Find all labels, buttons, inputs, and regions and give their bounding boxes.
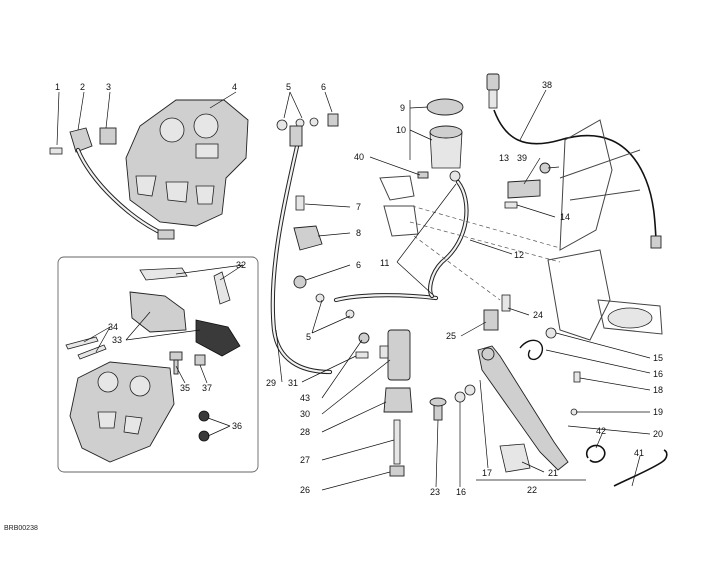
callout-32: 32 xyxy=(236,260,246,270)
caliper-hose xyxy=(75,147,175,240)
callout-27: 27 xyxy=(300,455,310,465)
banjo-fittings-top xyxy=(276,113,339,131)
pad-spring xyxy=(139,267,231,305)
callout-25: 25 xyxy=(446,331,456,341)
sensor-bracket xyxy=(293,195,323,251)
callout-21: 21 xyxy=(548,468,558,478)
callout-33: 33 xyxy=(112,335,122,345)
mounting-plate xyxy=(504,162,551,209)
callout-37: 37 xyxy=(202,383,212,393)
callout-29: 29 xyxy=(266,378,276,388)
fluid-reservoir xyxy=(417,98,469,299)
callout-28: 28 xyxy=(300,427,310,437)
callout-26: 26 xyxy=(300,485,310,495)
callout-16-right: 16 xyxy=(653,369,663,379)
brake-light-switch xyxy=(486,73,662,249)
callout-7: 7 xyxy=(356,202,361,212)
callout-24: 24 xyxy=(533,310,543,320)
bleed-valve-and-banjo xyxy=(49,127,117,155)
callout-16-bottom: 16 xyxy=(456,487,466,497)
inset-bolts xyxy=(169,351,206,375)
footpeg-bracket xyxy=(379,119,663,341)
callout-8: 8 xyxy=(356,228,361,238)
callout-numbers: 1 2 3 4 5 6 7 8 6 5 9 10 40 11 12 13 39 … xyxy=(55,80,663,497)
brake-pads xyxy=(129,291,241,357)
callout-12: 12 xyxy=(514,250,524,260)
callout-6-top: 6 xyxy=(321,82,326,92)
brake-line xyxy=(270,125,333,375)
callout-5-top: 5 xyxy=(286,82,291,92)
pad-pins xyxy=(65,336,107,360)
callout-4: 4 xyxy=(232,82,237,92)
rear-brake-caliper xyxy=(125,99,249,227)
callout-19: 19 xyxy=(653,407,663,417)
callout-2: 2 xyxy=(80,82,85,92)
callout-43: 43 xyxy=(300,393,310,403)
callout-31: 31 xyxy=(288,378,298,388)
callout-15: 15 xyxy=(653,353,663,363)
callout-23: 23 xyxy=(430,487,440,497)
callout-22: 22 xyxy=(527,485,537,495)
leader-lines xyxy=(56,89,651,491)
brake-pedal xyxy=(477,294,581,473)
callout-41: 41 xyxy=(634,448,644,458)
callout-13: 13 xyxy=(499,153,509,163)
callout-42: 42 xyxy=(596,426,606,436)
pivot-bolt xyxy=(429,384,476,421)
callout-10: 10 xyxy=(396,125,406,135)
callout-30: 30 xyxy=(300,409,310,419)
image-code-label: BRB00238 xyxy=(4,525,38,532)
callout-1: 1 xyxy=(55,82,60,92)
master-cylinder xyxy=(355,329,413,477)
caliper-plugs xyxy=(198,410,210,442)
callout-14: 14 xyxy=(560,212,570,222)
callout-20: 20 xyxy=(653,429,663,439)
clip-and-spring xyxy=(585,444,668,487)
callout-11: 11 xyxy=(380,258,389,268)
inset-caliper xyxy=(69,361,175,463)
callout-34: 34 xyxy=(108,322,118,332)
lower-banjo xyxy=(293,275,439,319)
callout-17: 17 xyxy=(482,468,492,478)
callout-35: 35 xyxy=(180,383,190,393)
callout-18: 18 xyxy=(653,385,663,395)
callout-40: 40 xyxy=(354,152,364,162)
callout-39: 39 xyxy=(517,153,527,163)
inset-panel xyxy=(57,256,259,473)
callout-6-lower: 6 xyxy=(356,260,361,270)
callout-5-lower: 5 xyxy=(306,332,311,342)
callout-38: 38 xyxy=(542,80,552,90)
callout-3: 3 xyxy=(106,82,111,92)
callout-9: 9 xyxy=(400,103,405,113)
callout-36: 36 xyxy=(232,421,242,431)
